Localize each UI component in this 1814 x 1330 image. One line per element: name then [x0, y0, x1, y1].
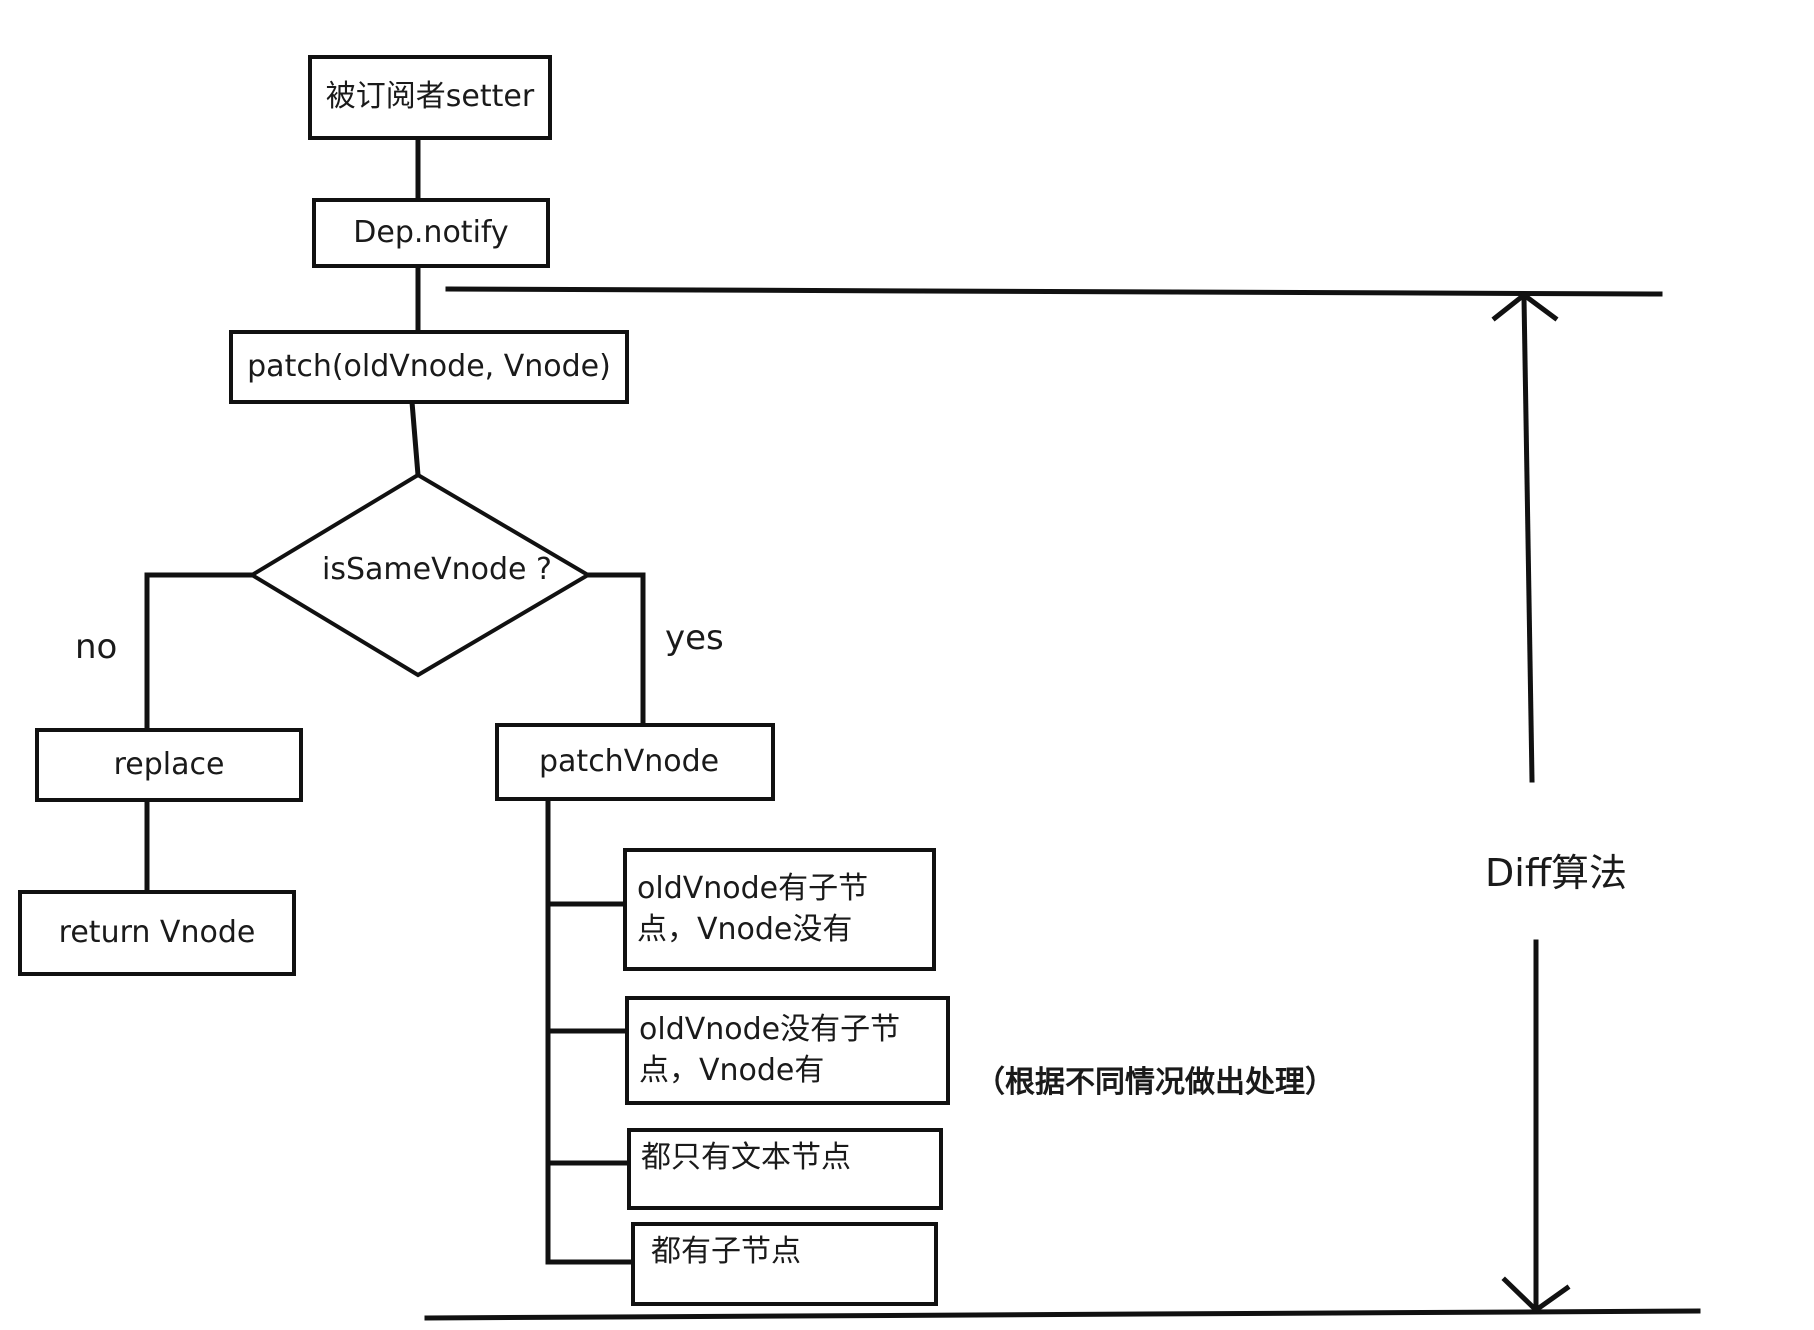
patch-vnode-node: patchVnode: [495, 723, 775, 801]
patch-node: patch(oldVnode, Vnode): [229, 330, 629, 404]
edge-patch-to-decision: [409, 399, 421, 478]
setter-node: 被订阅者setter: [308, 55, 552, 140]
case-old-has-children-node: oldVnode有子节点，Vnode没有: [623, 848, 936, 971]
diff-algorithm-label: Diff算法: [1485, 851, 1627, 895]
case-new-has-children-node: oldVnode没有子节点，Vnode有: [625, 996, 950, 1105]
no-branch-label: no: [75, 627, 118, 667]
handling-note: （根据不同情况做出处理）: [975, 1065, 1335, 1100]
dep-notify-node: Dep.notify: [312, 198, 550, 268]
edge-yes-branch: [585, 572, 646, 726]
diff-bottom-boundary: [424, 1308, 1701, 1321]
return-vnode-node: return Vnode: [18, 890, 296, 976]
decision-label: isSameVnode ?: [322, 552, 552, 587]
edge-no-branch: [144, 572, 255, 731]
diff-arrow-down-head: [1501, 1276, 1571, 1314]
diff-arrow-up-head: [1491, 291, 1559, 322]
diff-top-boundary: [445, 286, 1663, 297]
case-both-text-node: 都只有文本节点: [627, 1128, 943, 1210]
decision-diamond-shape: [248, 472, 592, 678]
yes-branch-label: yes: [665, 618, 724, 658]
replace-node: replace: [35, 728, 303, 802]
case-both-children-node: 都有子节点: [631, 1222, 938, 1306]
diff-arrow-upper-shaft: [1521, 295, 1535, 783]
